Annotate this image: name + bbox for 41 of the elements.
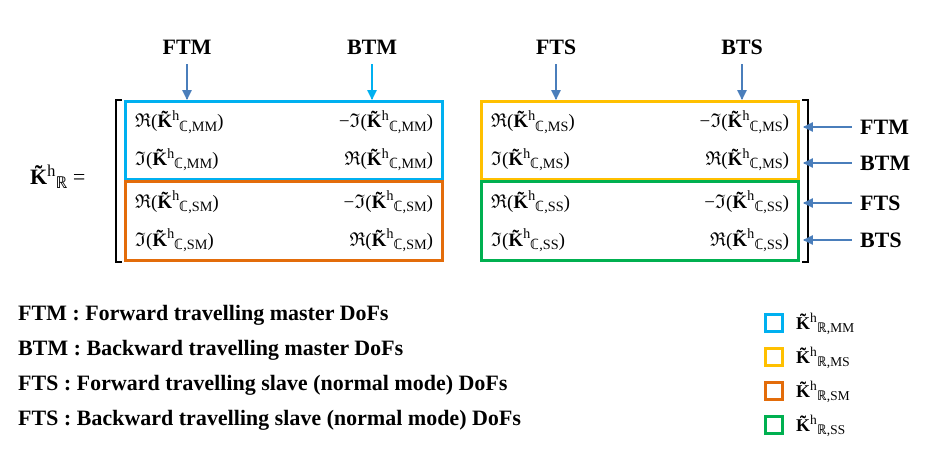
- matrix-entry: ℑ(K̃̃$^{h}$$_{ℂ,SM}$): [135, 230, 214, 250]
- arrow: [182, 64, 192, 100]
- dof-label: FTS: [860, 188, 926, 218]
- dof-label: FTS: [521, 32, 591, 62]
- matrix-entry: ℜ(K̃̃$^{h}$$_{ℂ,MS}$): [705, 150, 789, 169]
- dof-label: BTM: [860, 148, 926, 178]
- matrix-entry: ℜ(K̃̃$^{h}$$_{ℂ,SM}$): [135, 192, 219, 212]
- dof-label: BTS: [860, 225, 926, 255]
- matrix-entry: ℜ(K̃̃$^{h}$$_{ℂ,SS}$): [491, 192, 570, 212]
- matrix-entry: −ℑ(K̃̃$^{h}$$_{ℂ,MM}$): [338, 112, 433, 132]
- matrix-entry: −ℑ(K̃̃$^{h}$$_{ℂ,SS}$): [704, 192, 789, 212]
- matrix-entry: −ℑ(K̃̃$^{h}$$_{ℂ,MS}$): [700, 112, 789, 132]
- arrow: [737, 64, 747, 100]
- matrix-entry: ℑ(K̃̃$^{h}$$_{ℂ,MS}$): [491, 150, 570, 169]
- dof-label: FTM: [860, 112, 926, 142]
- dof-label: FTM: [152, 32, 222, 62]
- matrix-entry: ℜ(K̃̃$^{h}$$_{ℂ,SS}$): [710, 230, 789, 250]
- matrix-block: [124, 100, 444, 181]
- matrix-entry: ℜ(K̃̃$^{h}$$_{ℂ,MM}$): [135, 112, 224, 132]
- matrix-entry: ℑ(K̃̃$^{h}$$_{ℂ,SS}$): [491, 230, 565, 250]
- abbreviation-definition: FTS : Forward travelling slave (normal mode) DoFs: [18, 370, 508, 396]
- matrix-block: [480, 180, 800, 262]
- arrow: [551, 64, 561, 100]
- matrix-entry: ℜ(K̃̃$^{h}$$_{ℂ,SM}$): [349, 230, 433, 250]
- matrix-entry: ℑ(K̃̃$^{h}$$_{ℂ,MM}$): [135, 150, 218, 169]
- matrix-entry: −ℑ(K̃̃$^{h}$$_{ℂ,SM}$): [344, 192, 433, 212]
- matrix-symbol: K̃̃$^{h}$$_{ℝ}$ =: [30, 166, 86, 188]
- abbreviation-definition: BTM : Backward travelling master DoFs: [18, 335, 404, 361]
- abbreviation-definition: FTS : Backward travelling slave (normal mode) DoFs: [18, 405, 521, 431]
- matrix-entry: ℜ(K̃̃$^{h}$$_{ℂ,MM}$): [344, 150, 433, 169]
- arrow: [803, 235, 852, 245]
- arrow: [803, 198, 852, 208]
- dof-label: BTS: [707, 32, 777, 62]
- matrix-block: [124, 180, 444, 262]
- abbreviation-definition: FTM : Forward travelling master DoFs: [18, 300, 390, 326]
- arrow: [803, 158, 852, 168]
- arrow: [803, 122, 852, 132]
- arrow: [367, 64, 377, 100]
- matrix-entry: ℜ(K̃̃$^{h}$$_{ℂ,MS}$): [491, 112, 575, 132]
- matrix-block: [480, 100, 800, 181]
- dof-label: BTM: [337, 32, 407, 62]
